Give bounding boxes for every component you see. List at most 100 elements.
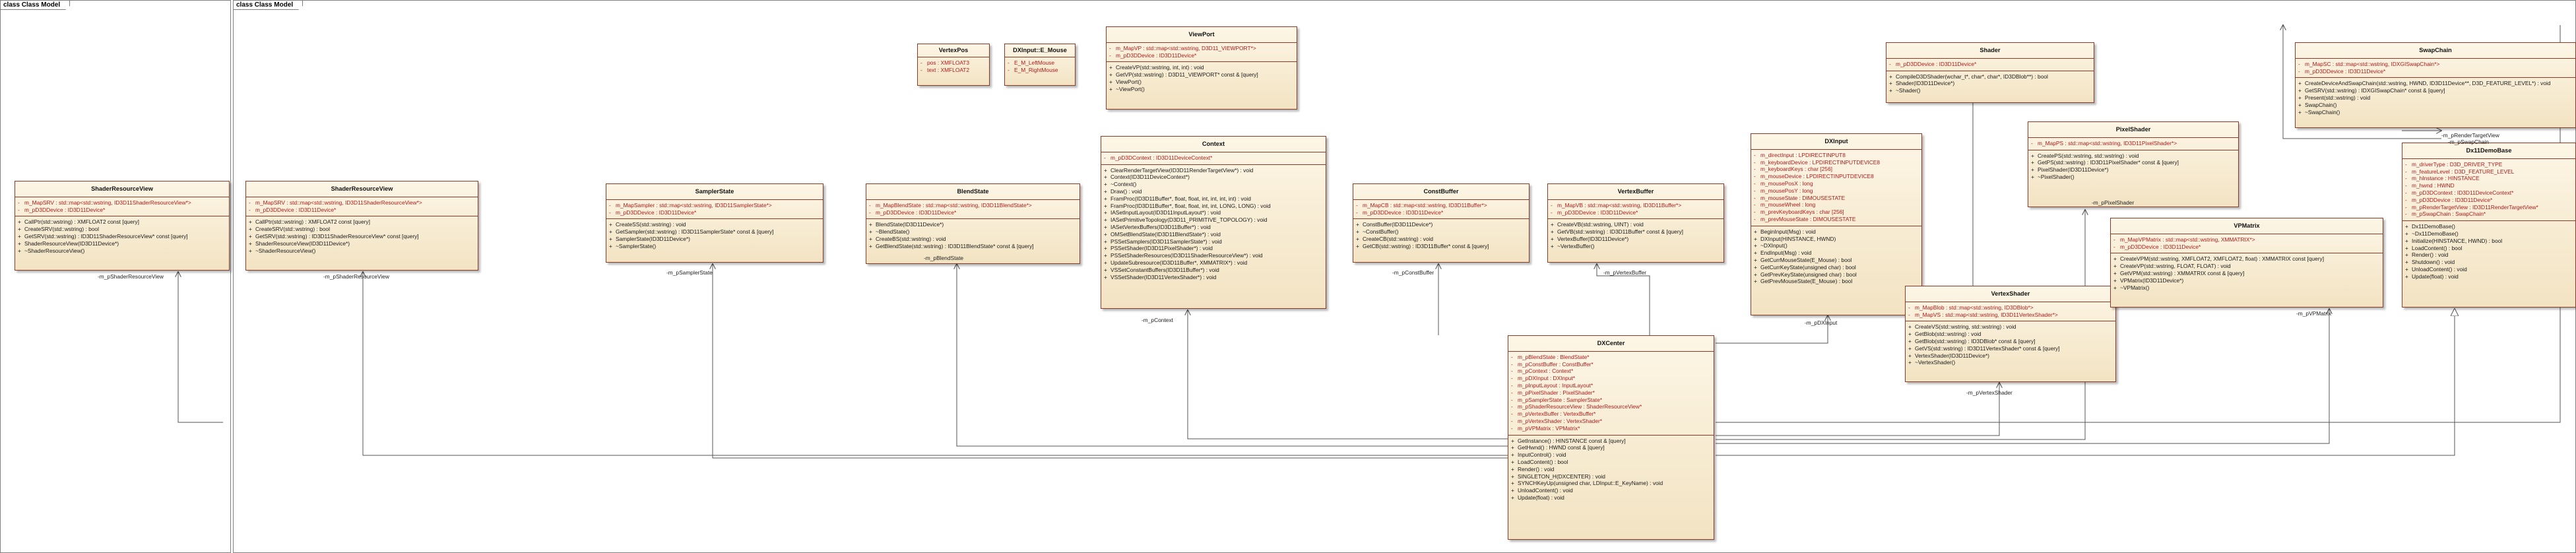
- operation-row[interactable]: +FramProc(ID3D11Buffer*, float, float, i…: [1104, 195, 1323, 203]
- operation-row[interactable]: +~Shader(): [1889, 87, 2091, 94]
- class-samplerstate[interactable]: SamplerState-m_MapSampler : std::map<std…: [606, 183, 823, 263]
- operation-row[interactable]: +CreateVP(std::wstring, FLOAT, FLOAT) : …: [2113, 263, 2380, 270]
- attribute-row[interactable]: -m_pD3DDevice : ID3D11Device*: [869, 209, 1077, 216]
- attribute-row[interactable]: -m_MapSRV : std::map<std::wstring, ID3D1…: [18, 199, 226, 207]
- operation-row[interactable]: +Render() : void: [1511, 466, 1711, 473]
- operation-row[interactable]: +~VertexBuffer(): [1551, 243, 1721, 250]
- attribute-row[interactable]: -m_pShaderResourceView : ShaderResourceV…: [1511, 403, 1711, 410]
- operation-row[interactable]: +UnloadContent() : void: [1511, 487, 1711, 494]
- class-vertexshader[interactable]: VertexShader-m_MapBlob : std::map<std::w…: [1905, 286, 2116, 382]
- attribute-row[interactable]: -m_pRenderTargetView : ID3D11RenderTarge…: [2405, 204, 2573, 211]
- attribute-row[interactable]: -m_directInput : LPDIRECTINPUT8: [1754, 152, 1919, 159]
- operation-row[interactable]: +CreateVS(std::wstring, std::wstring) : …: [1908, 323, 2113, 331]
- attribute-row[interactable]: -m_hInstance : HINSTANCE: [2405, 175, 2573, 182]
- operation-row[interactable]: +GetSRV(std::wstring) : ID3D11ShaderReso…: [249, 233, 475, 240]
- operation-row[interactable]: +ViewPort(): [1109, 79, 1294, 86]
- attribute-row[interactable]: -m_keyboardDevice : LPDIRECTINPUTDEVICE8: [1754, 159, 1919, 166]
- operation-row[interactable]: +GetInstance() : HINSTANCE const & [quer…: [1511, 438, 1711, 445]
- operation-row[interactable]: +UpdateSubresource(ID3D11Buffer*, XMMATR…: [1104, 259, 1323, 267]
- attribute-row[interactable]: -m_pDXInput : DXInput*: [1511, 375, 1711, 382]
- operation-row[interactable]: +IASetPrimitiveTopology(D3D11_PRIMITIVE_…: [1104, 216, 1323, 224]
- operation-row[interactable]: +CreateSRV(std::wstring) : bool: [249, 226, 475, 233]
- operation-row[interactable]: +VertexBuffer(ID3D11Device*): [1551, 236, 1721, 243]
- operation-row[interactable]: +SamplerState(ID3D11Device*): [609, 236, 820, 243]
- operation-row[interactable]: +IASetInputLayout(ID3D11InputLayout*) : …: [1104, 209, 1323, 216]
- operation-row[interactable]: +EndInput(Msg) : void: [1754, 249, 1919, 257]
- operation-row[interactable]: +Context(ID3D11DeviceContext*): [1104, 174, 1323, 181]
- attribute-row[interactable]: -m_prevMouseState : DIMOUSESTATE: [1754, 216, 1919, 223]
- attribute-row[interactable]: -m_MapVB : std::map<std::wstring, ID3D11…: [1551, 202, 1721, 209]
- class-constbuffer[interactable]: ConstBuffer-m_MapCB : std::map<std::wstr…: [1353, 183, 1530, 263]
- operation-row[interactable]: +CreateVP(std::wstring, int, int) : void: [1109, 64, 1294, 71]
- attribute-row[interactable]: -m_pContext : Context*: [1511, 368, 1711, 375]
- operation-row[interactable]: +~SwapChain(): [2298, 109, 2573, 116]
- attribute-row[interactable]: -m_pConstBuffer : ConstBuffer*: [1511, 361, 1711, 368]
- attribute-row[interactable]: -m_MapSRV : std::map<std::wstring, ID3D1…: [249, 199, 475, 207]
- attribute-row[interactable]: -m_pSamplerState : SamplerState*: [1511, 397, 1711, 404]
- class-vertexbuffer[interactable]: VertexBuffer-m_MapVB : std::map<std::wst…: [1547, 183, 1724, 263]
- operation-row[interactable]: +~PixelShader(): [2031, 174, 2236, 181]
- attribute-row[interactable]: -m_pD3DDevice : ID3D11Device*: [249, 207, 475, 214]
- operation-row[interactable]: +GetCurrMouseState(E_Mouse) : bool: [1754, 257, 1919, 264]
- attribute-row[interactable]: -m_pSwapChain : SwapChain*: [2405, 211, 2573, 218]
- attribute-row[interactable]: -E_M_RightMouse: [1008, 67, 1072, 74]
- attribute-row[interactable]: -m_driverType : D3D_DRIVER_TYPE: [2405, 161, 2573, 168]
- attribute-row[interactable]: -m_MapCB : std::map<std::wstring, ID3D11…: [1356, 202, 1526, 209]
- attribute-row[interactable]: -text : XMFLOAT2: [920, 67, 986, 74]
- operation-row[interactable]: +SINGLETON_H(DXCENTER) : void: [1511, 473, 1711, 480]
- attribute-row[interactable]: -m_mouseState : DIMOUSESTATE: [1754, 195, 1919, 202]
- attribute-row[interactable]: -pos : XMFLOAT3: [920, 59, 986, 67]
- attribute-row[interactable]: -m_pBlendState : BlendState*: [1511, 354, 1711, 361]
- operation-row[interactable]: +GetSampler(std::wstring) : ID3D11Sample…: [609, 228, 820, 236]
- attribute-row[interactable]: -m_pD3DDevice : ID3D11Device*: [1109, 52, 1294, 59]
- operation-row[interactable]: +GetPrevKeyState(unsigned char) : bool: [1754, 271, 1919, 278]
- attribute-row[interactable]: -m_pVPMatrix : VPMatrix*: [1511, 425, 1711, 432]
- class-swapchain[interactable]: SwapChain-m_MapSC : std::map<std::wstrin…: [2295, 42, 2576, 128]
- operation-row[interactable]: +GetSRV(std::wstring) : ID3D11ShaderReso…: [18, 233, 226, 240]
- operation-row[interactable]: +SwapChain(): [2298, 102, 2573, 109]
- operation-row[interactable]: +Render() : void: [2405, 251, 2573, 259]
- operation-row[interactable]: +Update(float) : void: [1511, 494, 1711, 502]
- class-dxinput[interactable]: DXInput-m_directInput : LPDIRECTINPUT8-m…: [1751, 133, 1922, 315]
- operation-row[interactable]: +VertexShader(ID3D11Device*): [1908, 352, 2113, 360]
- operation-row[interactable]: +ClearRenderTargetView(ID3D11RenderTarge…: [1104, 167, 1323, 174]
- operation-row[interactable]: +CreateVPM(std::wstring, XMFLOAT2, XMFLO…: [2113, 255, 2380, 263]
- operation-row[interactable]: +Dx11DemoBase(): [2405, 223, 2573, 230]
- attribute-row[interactable]: -m_pD3DDevice : ID3D11Device*: [2298, 68, 2573, 75]
- operation-row[interactable]: +~Dx11DemoBase(): [2405, 230, 2573, 238]
- attribute-row[interactable]: -m_MapBlob : std::map<std::wstring, ID3D…: [1908, 304, 2113, 311]
- attribute-row[interactable]: -m_MapPS : std::map<std::wstring, ID3D11…: [2031, 140, 2236, 147]
- class-shader[interactable]: Shader-m_pD3DDevice : ID3D11Device*+Comp…: [1886, 42, 2094, 103]
- attribute-row[interactable]: -m_pD3DDevice : ID3D11Device*: [2405, 197, 2573, 204]
- operation-row[interactable]: +GetVPM(std::wstring) : XMMATRIX const &…: [2113, 270, 2380, 277]
- operation-row[interactable]: +~DXInput(): [1754, 242, 1919, 249]
- operation-row[interactable]: +~ConstBuffer(): [1356, 228, 1526, 236]
- attribute-row[interactable]: -m_mousePosX : long: [1754, 180, 1919, 187]
- attribute-row[interactable]: -m_MapVPMatrix : std::map<std::wstring, …: [2113, 236, 2380, 244]
- class-dxcenter[interactable]: DXCenter-m_pBlendState : BlendState*-m_p…: [1508, 335, 1714, 540]
- class-viewport[interactable]: ViewPort-m_MapVP : std::map<std::wstring…: [1106, 26, 1297, 110]
- operation-row[interactable]: +~BlendState(): [869, 228, 1077, 236]
- class-vertexpos[interactable]: VertexPos-pos : XMFLOAT3-text : XMFLOAT2: [917, 44, 990, 86]
- operation-row[interactable]: +Shutdown() : void: [2405, 259, 2573, 266]
- operation-row[interactable]: +GetSRV(std::wstring) : IDXGISwapChain* …: [2298, 87, 2573, 94]
- attribute-row[interactable]: -m_pPixelShader : PixelShader*: [1511, 389, 1711, 397]
- operation-row[interactable]: +VPMatrix(ID3D11Device*): [2113, 277, 2380, 284]
- attribute-row[interactable]: -m_hwnd : HWND: [2405, 182, 2573, 189]
- attribute-row[interactable]: -m_pVertexShader : VertexShader*: [1511, 418, 1711, 425]
- operation-row[interactable]: +~Context(): [1104, 181, 1323, 188]
- attribute-row[interactable]: -m_MapVS : std::map<std::wstring, ID3D11…: [1908, 311, 2113, 319]
- operation-row[interactable]: +Update(float) : void: [2405, 273, 2573, 280]
- operation-row[interactable]: +~SamplerState(): [609, 243, 820, 250]
- attribute-row[interactable]: -m_MapSampler : std::map<std::wstring, I…: [609, 202, 820, 209]
- operation-row[interactable]: +GetBlendState(std::wstring) : ID3D11Ble…: [869, 243, 1077, 250]
- class-context[interactable]: Context-m_pD3DContext : ID3D11DeviceCont…: [1101, 136, 1326, 309]
- operation-row[interactable]: +FramProc(ID3D11Buffer*, float, float, i…: [1104, 203, 1323, 210]
- operation-row[interactable]: +CreateSS(std::wstring) : void: [609, 221, 820, 228]
- attribute-row[interactable]: -m_mouseDevice : LPDIRECTINPUTDEVICE8: [1754, 173, 1919, 180]
- attribute-row[interactable]: -m_pD3DDevice : ID3D11Device*: [1889, 61, 2091, 68]
- operation-row[interactable]: +LoadContent() : bool: [1511, 459, 1711, 466]
- operation-row[interactable]: +IASetVertexBuffers(ID3D11Buffer*) : voi…: [1104, 224, 1323, 231]
- attribute-row[interactable]: -E_M_LeftMouse: [1008, 59, 1072, 67]
- class-pixelshader[interactable]: PixelShader-m_MapPS : std::map<std::wstr…: [2028, 121, 2239, 207]
